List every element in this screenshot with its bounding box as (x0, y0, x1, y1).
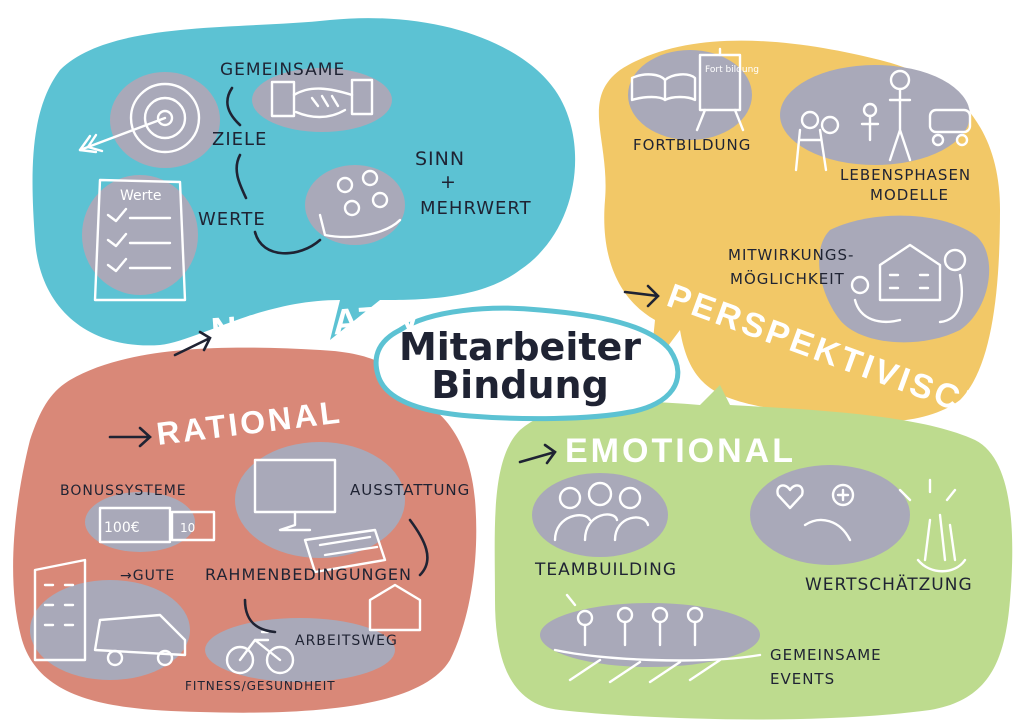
money-icon: 100€ 10 (85, 492, 216, 552)
heading-emotional: EMOTIONAL (565, 432, 796, 470)
family-icon (780, 65, 972, 172)
giving-hand-icon (305, 165, 405, 245)
rowing-boat-icon (540, 593, 762, 684)
book-flipchart-icon: Fort bildung (628, 47, 759, 140)
center-cloud (373, 305, 681, 422)
label-mitwirkungs: MITWIRKUNGS- (728, 246, 854, 264)
label-events: EVENTS (770, 670, 835, 688)
money-label-2: 10 (180, 521, 195, 535)
appreciation-icon (750, 465, 967, 573)
center-title-line1: Mitarbeiter (399, 325, 641, 369)
handshake-icon (252, 68, 392, 132)
building-car-icon (30, 558, 190, 680)
label-fitness: FITNESS/GESUNDHEIT (185, 679, 336, 693)
center-title-line2: Bindung (431, 363, 609, 407)
label-gemeinsame-emotional: GEMEINSAME (770, 646, 882, 664)
monitor-keyboard-icon (235, 442, 405, 574)
werte-document-label: Werte (120, 188, 162, 204)
label-plus: + (440, 171, 457, 193)
label-gemeinsame-normativ: GEMEINSAME (220, 60, 345, 80)
label-sinn: SINN (415, 148, 465, 170)
label-ausstattung: AUSSTATTUNG (350, 481, 470, 499)
label-ziele: ZIELE (212, 129, 267, 150)
document-icon: Werte (82, 175, 198, 302)
target-icon (78, 72, 220, 168)
label-werte: WERTE (198, 209, 266, 230)
label-modelle: MODELLE (870, 186, 949, 204)
label-rahmenbedingungen: RAHMENBEDINGUNGEN (205, 565, 412, 584)
money-label: 100€ (104, 520, 140, 536)
label-gute: →GUTE (120, 568, 175, 584)
label-bonussysteme: BONUSSYSTEME (60, 483, 187, 499)
flipchart-label: Fort bildung (705, 65, 759, 75)
label-teambuilding: TEAMBUILDING (534, 560, 677, 580)
label-moeglichkeit: MÖGLICHKEIT (730, 269, 845, 288)
label-arbeitsweg: ARBEITSWEG (295, 633, 398, 649)
label-lebensphasen: LEBENSPHASEN (840, 166, 971, 184)
bike-house-icon (205, 583, 422, 682)
house-people-icon (819, 215, 990, 343)
label-wertschaetzung: WERTSCHÄTZUNG (805, 574, 973, 595)
label-fortbildung: FORTBILDUNG (633, 136, 751, 154)
label-mehrwert: MEHRWERT (420, 198, 532, 219)
team-icon (532, 473, 668, 557)
